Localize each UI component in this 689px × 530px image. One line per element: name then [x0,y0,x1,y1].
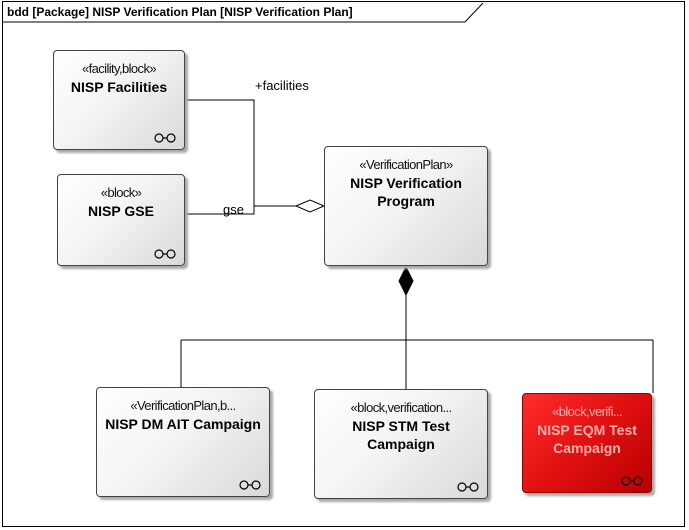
block-nisp-dm-ait-campaign[interactable]: «VerificationPlan,b... NISP DM AIT Campa… [96,387,270,497]
block-nisp-verification-program[interactable]: «VerificationPlan» NISP Verification Pro… [324,146,488,266]
gse-role-label: gse [223,202,244,217]
block-stereotype: «block,verification... [350,400,453,415]
block-name: NISP Verification Program [350,175,462,209]
glasses-icon [154,133,176,143]
block-stereotype: «facility,block» [82,61,157,76]
block-stereotype: «VerificationPlan,b... [130,398,236,413]
block-name: NISP DM AIT Campaign [105,416,261,432]
glasses-icon [154,249,176,259]
gse-association-line[interactable] [186,205,296,215]
block-name: NISP EQM Test Campaign [537,422,637,456]
block-nisp-facilities[interactable]: «facility,block» NISP Facilities [53,50,185,150]
glasses-icon [239,480,261,490]
glasses-icon [621,476,643,486]
glasses-icon [457,482,479,492]
facilities-association-line[interactable] [186,99,255,206]
block-nisp-gse[interactable]: «block» NISP GSE [57,174,185,266]
block-nisp-stm-test-campaign[interactable]: «block,verification... NISP STM Test Cam… [314,389,488,499]
block-stereotype: «block,verifi... [552,404,622,419]
diagram-title: bdd [Package] NISP Verification Plan [NI… [7,5,353,19]
block-name: NISP GSE [88,203,154,219]
block-name: NISP Facilities [70,79,168,95]
block-name: NISP STM Test Campaign [352,418,450,452]
block-stereotype: «block» [100,185,142,200]
aggregation-diamond-icon [294,199,326,213]
block-nisp-eqm-test-campaign[interactable]: «block,verifi... NISP EQM Test Campaign [522,393,652,493]
frame-title-tab [3,2,484,23]
block-stereotype: «VerificationPlan» [359,157,453,172]
facilities-role-label: +facilities [255,78,309,93]
composition-diamond-icon [398,265,414,297]
